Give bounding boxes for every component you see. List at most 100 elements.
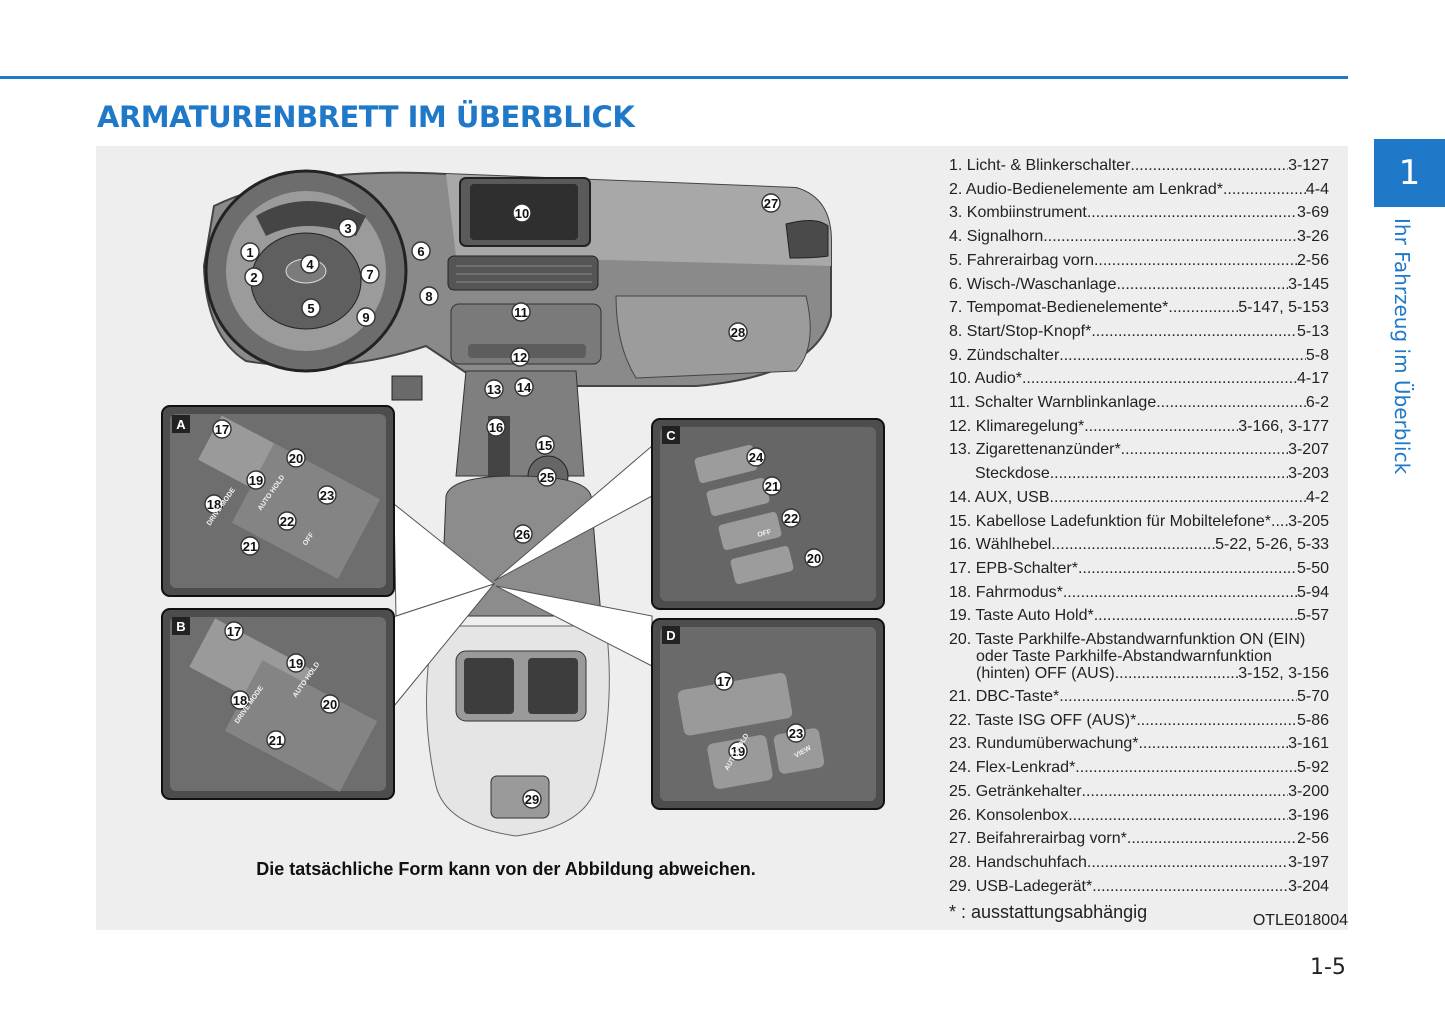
legend-item-page: 3-127 [1288, 157, 1329, 174]
svg-text:28: 28 [731, 325, 745, 340]
svg-text:20: 20 [807, 551, 821, 566]
leader-dots [1130, 154, 1288, 178]
legend-item-page: 3-196 [1288, 806, 1329, 824]
callout-15: 15 [535, 435, 555, 455]
legend-item-label: 27. Beifahrerairbag vorn* [949, 830, 1127, 848]
legend-item-label: 7. Tempomat-Bedienelemente* [949, 299, 1169, 317]
leader-dots [1087, 201, 1297, 225]
legend-item-page: 6-2 [1305, 394, 1329, 412]
leader-dots [1091, 320, 1297, 344]
legend-item: 11. Schalter Warnblinkanlage6-2 [949, 391, 1329, 415]
svg-text:21: 21 [765, 479, 779, 494]
legend-item: 28. Handschuhfach3-197 [949, 851, 1329, 875]
leader-dots [1121, 438, 1288, 462]
legend-item: 6. Wisch-/Waschanlage3-145 [949, 273, 1329, 297]
legend-item-page: 3-203 [1288, 465, 1329, 483]
callout-19-inset: 19 [728, 741, 748, 761]
callout-13: 13 [484, 379, 504, 399]
svg-text:4: 4 [306, 257, 314, 272]
leader-dots [1127, 827, 1297, 851]
callout-21-inset: 21 [762, 476, 782, 496]
legend-item-page: 5-147, 5-153 [1238, 299, 1329, 317]
svg-text:5: 5 [307, 301, 314, 316]
legend-item-label: 15. Kabellose Ladefunktion für Mobiltele… [949, 512, 1271, 530]
legend-item: 8. Start/Stop-Knopf* 5-13 [949, 320, 1329, 344]
legend-item-page: 5-13 [1296, 322, 1329, 340]
legend-item-label: Steckdose [975, 465, 1050, 483]
svg-text:10: 10 [515, 206, 529, 221]
legend-item-page: 3-204 [1288, 877, 1329, 895]
legend-item: 5. Fahrerairbag vorn 2-56 [949, 249, 1329, 273]
svg-text:21: 21 [243, 539, 257, 554]
legend-item: 23. Rundumüberwachung*3-161 [949, 732, 1329, 756]
callout-17-inset: 17 [714, 671, 734, 691]
svg-text:23: 23 [320, 488, 334, 503]
legend-item-label: 12. Klimaregelung* [949, 417, 1085, 435]
legend-item-label: 21. DBC-Taste* [949, 688, 1060, 706]
callout-10: 10 [512, 203, 532, 223]
legend-item-page: 2-56 [1296, 830, 1329, 848]
callout-9: 9 [356, 307, 376, 327]
leader-dots [1059, 685, 1297, 709]
callout-20-inset: 20 [320, 694, 340, 714]
svg-text:22: 22 [784, 511, 798, 526]
figure-note: Die tatsächliche Form kann von der Abbil… [256, 859, 756, 879]
legend-item-label: 16. Wählhebel [949, 536, 1052, 554]
legend-item-label: 22. Taste ISG OFF (AUS)* [949, 711, 1137, 729]
callout-18-inset: 18 [230, 690, 250, 710]
leader-dots [1138, 732, 1288, 756]
legend-item-page: 3-200 [1288, 782, 1329, 800]
inset-label-b: B [172, 617, 190, 635]
legend-item-label: 4. Signalhorn [949, 228, 1044, 246]
callout-25: 25 [537, 467, 557, 487]
svg-text:D: D [666, 628, 675, 643]
page-number: 1-5 [1310, 955, 1346, 980]
legend-item-page: 5-57 [1296, 607, 1329, 625]
header-rule [0, 76, 1348, 79]
legend-item: 16. Wählhebel5-22, 5-26, 5-33 [949, 533, 1329, 557]
legend-item-label: 5. Fahrerairbag vorn [949, 251, 1094, 269]
legend-item-page: 5-92 [1296, 759, 1329, 777]
callout-17: 17 [212, 419, 232, 439]
svg-text:20: 20 [289, 451, 303, 466]
callout-8: 8 [419, 286, 439, 306]
legend-item-20-line3: (hinten) OFF (AUS) 3-152, 3-156 [949, 665, 1329, 682]
legend-item: 26. Konsolenbox3-196 [949, 804, 1329, 828]
legend-item: 10. Audio*.4-17 [949, 367, 1329, 391]
legend-footnote: * : ausstattungsabhängig [949, 902, 1148, 923]
legend-item: 24. Flex-Lenkrad*5-92 [949, 756, 1329, 780]
legend-item: 19. Taste Auto Hold*5-57 [949, 604, 1329, 628]
legend-item-page: 2-56 [1296, 251, 1329, 269]
legend-item-label: 29. USB-Ladegerät* [949, 877, 1093, 895]
legend-item-page: 5-50 [1296, 559, 1329, 577]
callout-2: 2 [244, 267, 264, 287]
legend-item: 18. Fahrmodus*5-94 [949, 581, 1329, 605]
svg-text:A: A [176, 417, 186, 432]
callout-22-inset: 22 [781, 508, 801, 528]
callout-26: 26 [513, 524, 533, 544]
callout-20: 20 [286, 448, 306, 468]
svg-text:21: 21 [269, 733, 283, 748]
leader-dots [1082, 780, 1289, 804]
svg-text:11: 11 [514, 305, 528, 320]
legend-item: 7. Tempomat-Bedienelemente* 5-147, 5-153 [949, 296, 1329, 320]
svg-text:1: 1 [246, 245, 253, 260]
legend-item: 3. Kombiinstrument3-69 [949, 201, 1329, 225]
svg-text:17: 17 [717, 674, 731, 689]
leader-dots [1116, 273, 1288, 297]
leader-dots [1223, 178, 1306, 202]
svg-text:9: 9 [362, 310, 369, 325]
svg-text:B: B [176, 619, 185, 634]
leader-dots [1063, 581, 1297, 605]
chapter-title: Ihr Fahrzeug im Überblick [1390, 218, 1414, 475]
legend-item: 14. AUX, USB4-2 [949, 486, 1329, 510]
svg-text:17: 17 [227, 624, 241, 639]
legend-item-label: 10. Audio*. [949, 370, 1027, 388]
chapter-number: 1 [1398, 153, 1421, 193]
legend-item-label: 8. Start/Stop-Knopf* [949, 322, 1092, 340]
legend-item: 13. Zigarettenanzünder*3-207 [949, 438, 1329, 462]
